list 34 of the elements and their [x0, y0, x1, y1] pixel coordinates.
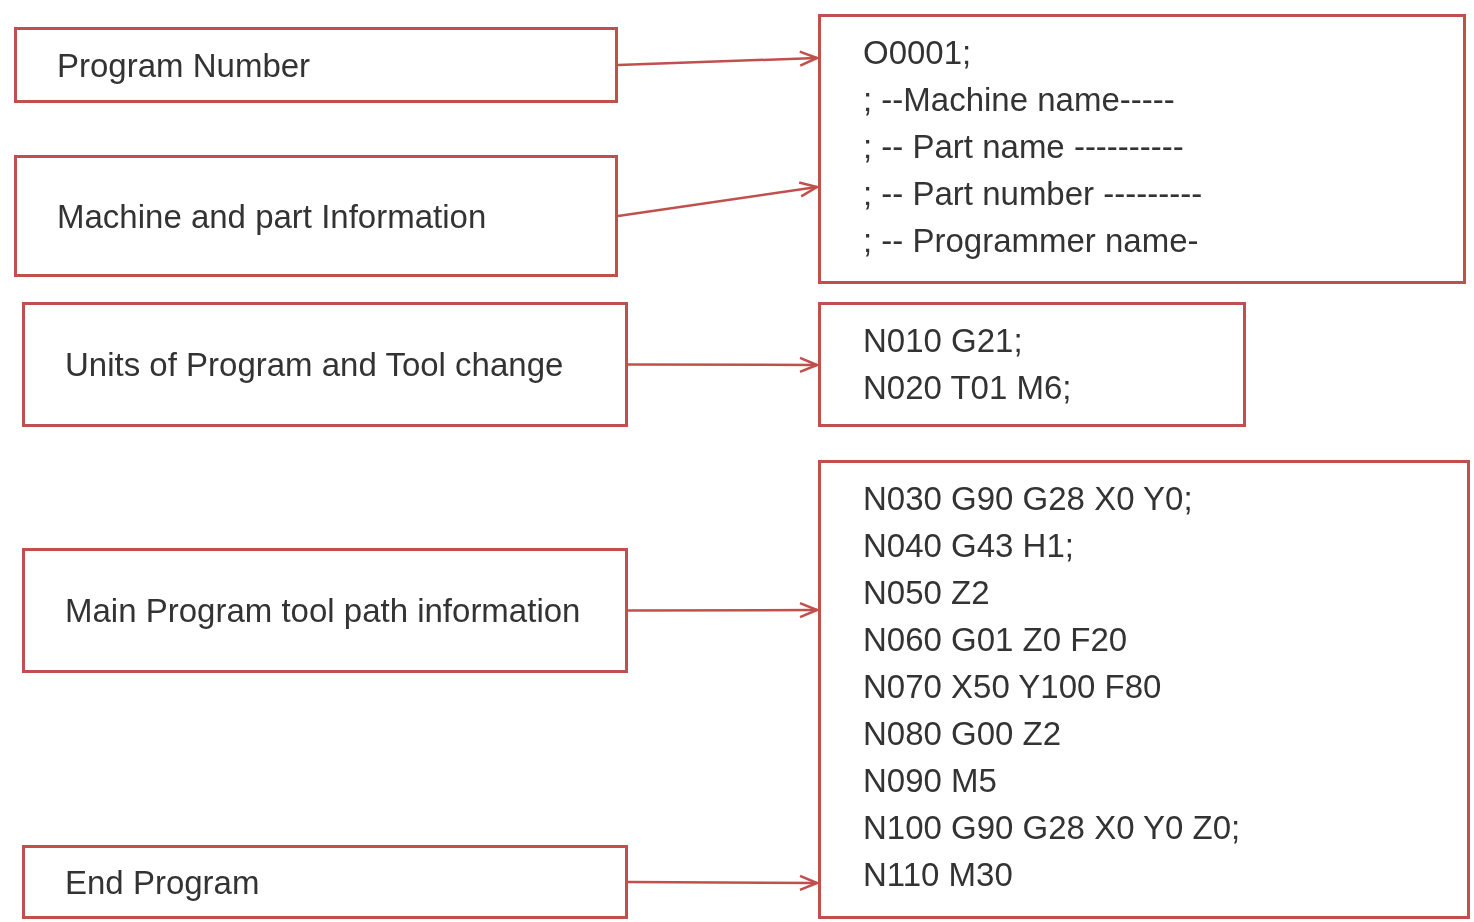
box-label: Program Number: [57, 45, 312, 86]
code-line: N080 G00 Z2: [863, 714, 1062, 754]
arrow: [617, 181, 819, 218]
arrow: [628, 356, 819, 374]
code-line: ; --Machine name-----: [863, 80, 1175, 120]
code-line: N010 G21;: [863, 321, 1023, 361]
code-box: [818, 14, 1466, 284]
code-line: N100 G90 G28 X0 Y0 Z0;: [863, 808, 1241, 848]
process-box: [14, 155, 618, 277]
process-box: [22, 302, 628, 427]
code-line: N110 M30: [863, 855, 1013, 895]
code-box: [818, 460, 1470, 919]
box-label: Machine and part Information: [57, 196, 488, 237]
box-label: Units of Program and Tool change: [65, 345, 565, 385]
arrow: [628, 601, 819, 619]
process-box: [22, 845, 628, 919]
code-line: O0001;: [863, 33, 972, 73]
arrow: [617, 50, 819, 67]
code-line: N060 G01 Z0 F20: [863, 620, 1128, 660]
process-box: [14, 27, 618, 103]
box-label: Main Program tool path information: [65, 591, 582, 631]
code-line: ; -- Part name ----------: [863, 127, 1184, 167]
code-line: N030 G90 G28 X0 Y0;: [863, 479, 1193, 519]
code-line: N020 T01 M6;: [863, 368, 1072, 408]
arrow: [628, 874, 819, 892]
code-line: ; -- Programmer name-: [863, 221, 1199, 261]
code-line: N040 G43 H1;: [863, 526, 1074, 566]
code-line: N050 Z2: [863, 573, 990, 613]
code-line: ; -- Part number ---------: [863, 174, 1203, 214]
code-line: N090 M5: [863, 761, 997, 801]
box-label: End Program: [65, 862, 261, 903]
process-box: [22, 548, 628, 673]
code-line: N070 X50 Y100 F80: [863, 667, 1162, 707]
code-box: [818, 302, 1246, 427]
